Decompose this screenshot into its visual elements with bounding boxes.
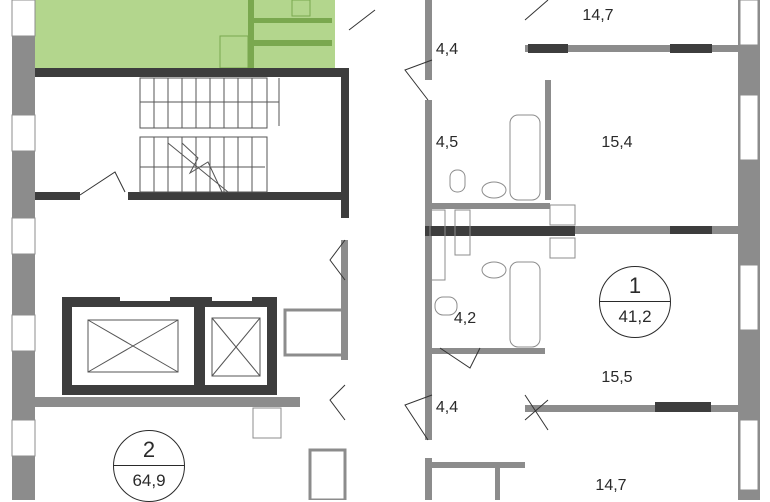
wall xyxy=(35,397,300,407)
sink-icon xyxy=(549,237,576,259)
apartment-badge[interactable]: 2 64,9 xyxy=(113,430,185,502)
wall xyxy=(655,402,711,412)
shaft xyxy=(283,308,347,357)
sink-icon xyxy=(481,181,507,199)
elevator-shaft xyxy=(211,317,261,377)
stair-door[interactable] xyxy=(79,171,126,196)
doors[interactable] xyxy=(329,0,549,441)
sink-icon xyxy=(252,407,282,439)
room-area-label: 14,7 xyxy=(582,7,614,24)
windows-right xyxy=(739,0,759,491)
room-area-label: 15,4 xyxy=(601,134,633,151)
apartment-area: 41,2 xyxy=(618,307,652,326)
highlighted-bathroom-wall xyxy=(248,0,254,68)
wall xyxy=(528,44,568,53)
bathtub-icon xyxy=(509,114,541,201)
wall xyxy=(670,44,712,53)
apartment-number: 2 xyxy=(142,437,156,462)
room-area-label: 4,4 xyxy=(435,399,459,416)
highlighted-partition xyxy=(254,40,332,46)
wall xyxy=(670,226,712,234)
room-area-label: 14,7 xyxy=(595,477,627,494)
room-area-label: 4,2 xyxy=(453,310,477,327)
windows-left xyxy=(11,0,36,457)
apartment-1-walls xyxy=(425,0,738,500)
apartment-area: 64,9 xyxy=(132,471,166,490)
shaft xyxy=(308,448,347,500)
sink-icon xyxy=(549,204,576,226)
stairs xyxy=(139,77,280,193)
sink-icon xyxy=(291,0,311,17)
room-area-label: 4,4 xyxy=(435,41,459,58)
apartment-badge[interactable]: 1 41,2 xyxy=(599,266,671,338)
apartment-number: 1 xyxy=(628,273,642,298)
stairwell-walls xyxy=(35,68,349,218)
party-wall xyxy=(425,226,575,236)
elevator-shaft xyxy=(87,319,179,373)
toilet-icon xyxy=(434,296,458,316)
wall xyxy=(341,240,348,360)
toilet-icon xyxy=(449,169,466,193)
bath-fixtures xyxy=(429,114,576,348)
elevator-block xyxy=(62,297,277,395)
room-area-label: 4,5 xyxy=(435,134,459,151)
bathtub-icon xyxy=(509,261,541,348)
sink-icon xyxy=(481,261,507,279)
highlighted-partition xyxy=(254,18,332,23)
room-area-label: 15,5 xyxy=(601,369,633,386)
highlighted-apartment[interactable] xyxy=(35,0,335,68)
wall xyxy=(575,226,738,234)
